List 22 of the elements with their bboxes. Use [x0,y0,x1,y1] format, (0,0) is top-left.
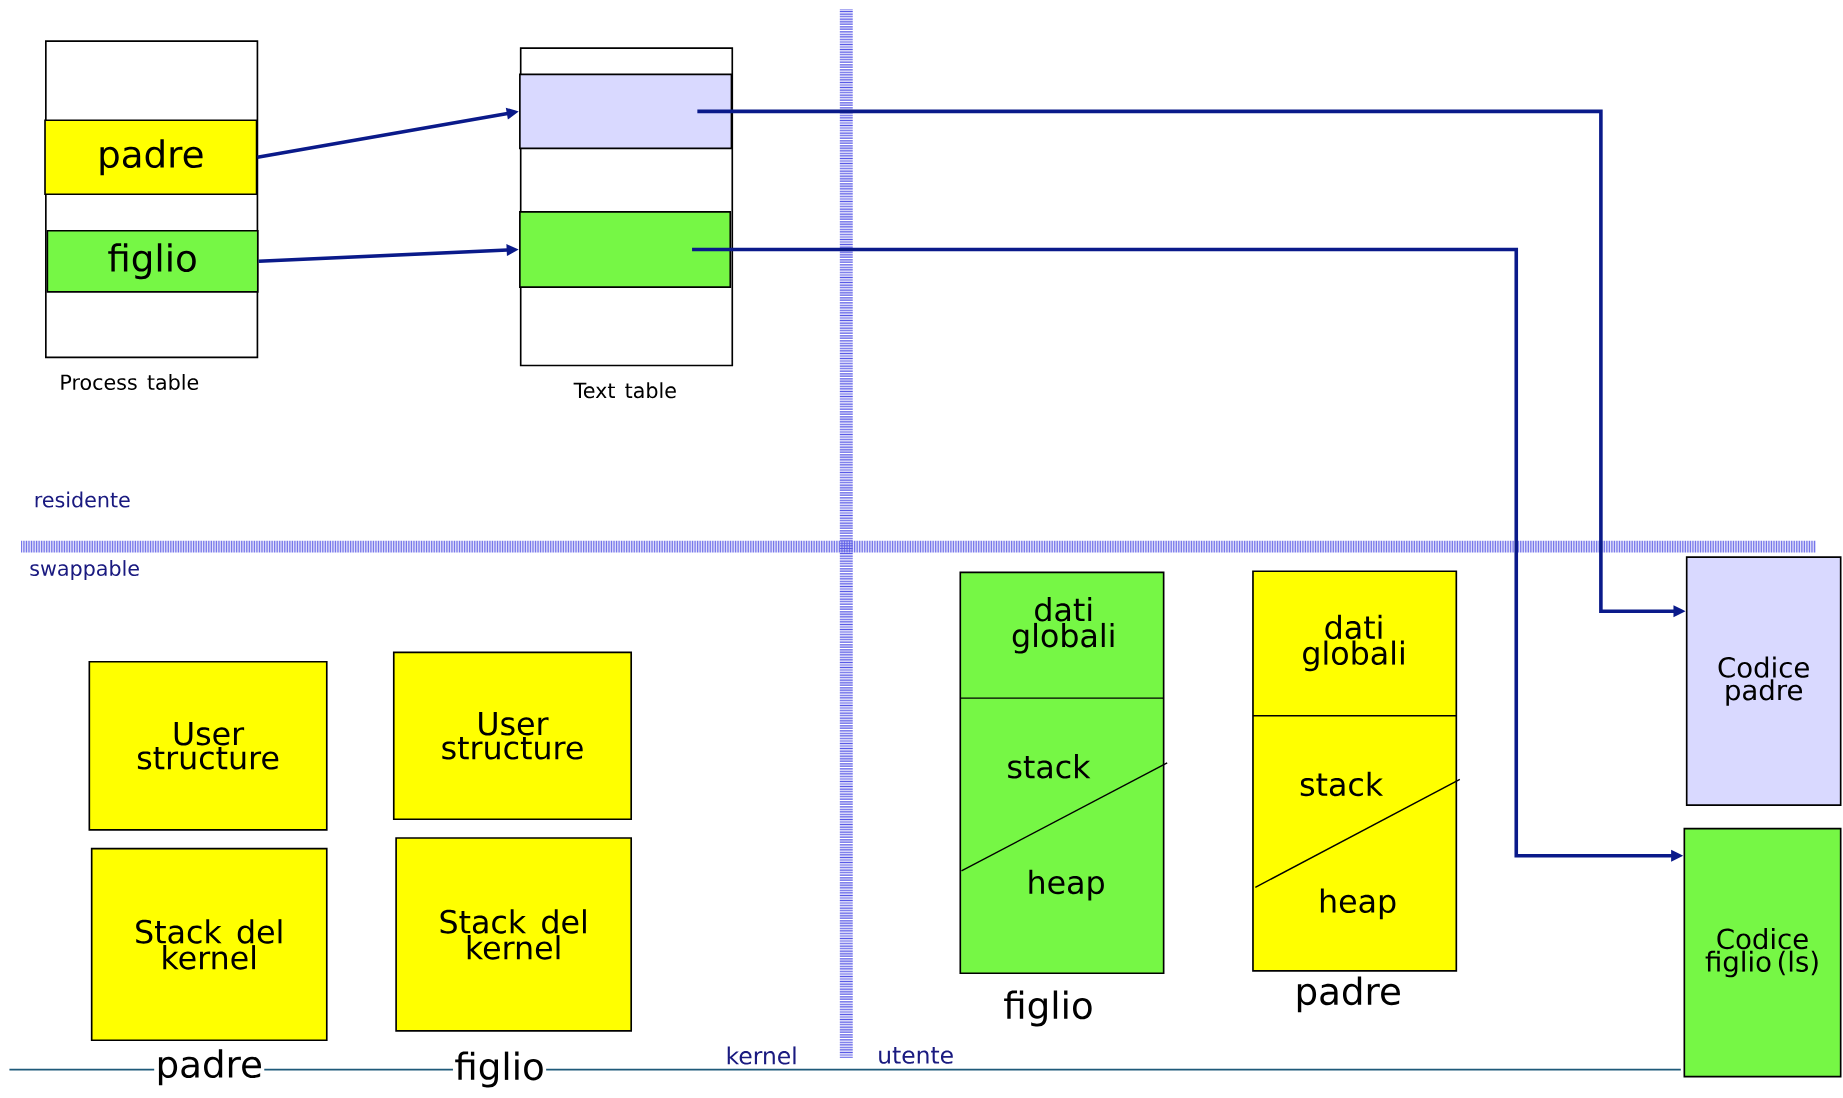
table-row [519,211,732,289]
node-label: padre [154,1047,265,1087]
label: utente [879,1047,953,1064]
memory-block: Codice padre [1685,556,1842,807]
label: swappable [30,560,139,581]
memory-block: dati globali stack heap [1252,570,1461,972]
label: kernel [727,1046,796,1065]
memory-block: User structure [88,661,328,831]
node-label: Process table [58,372,201,392]
node-label: Text table [572,380,679,400]
memory-block: Codice figlio (ls) [1683,827,1842,1078]
memory-block: User structure [392,651,633,821]
table-row: figlio [46,229,259,293]
memory-block: dati globali stack heap [959,571,1168,975]
memory-block: Stack del kernel [90,847,328,1042]
memory-block: Stack del kernel [395,837,633,1032]
node-label: figlio [1001,989,1096,1028]
table-row: padre [44,119,258,196]
table-row [519,73,733,150]
node-label: figlio [452,1050,547,1090]
node-label: padre [1293,975,1404,1014]
label: residente [35,491,130,508]
